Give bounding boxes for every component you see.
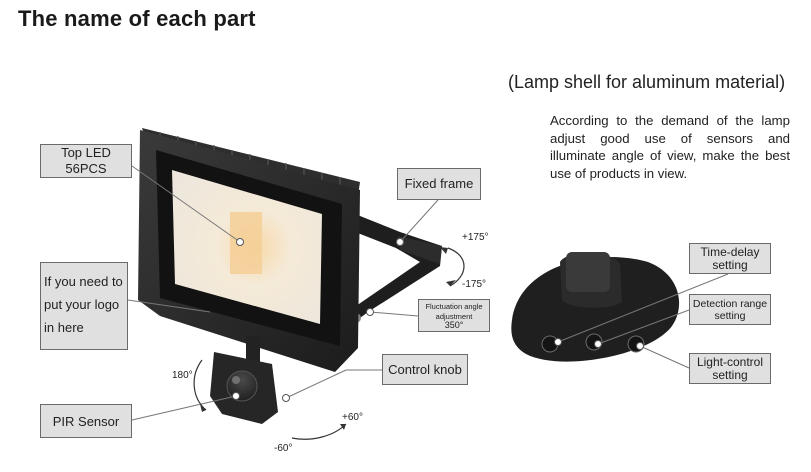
- light-line2: setting: [712, 368, 748, 382]
- logo-line2: put your logo: [44, 297, 120, 312]
- description-text: According to the demand of the lamp adju…: [550, 113, 790, 181]
- time-delay-label: Time-delay setting: [689, 243, 771, 274]
- logo-line1: If you need to: [44, 274, 123, 289]
- time-delay-line2: setting: [712, 258, 748, 272]
- fluct-line2: adjustment: [435, 311, 473, 321]
- fixed-frame-label: Fixed frame: [397, 168, 481, 200]
- fluctuation-angle-label: Fluctuation angle adjustment 350°: [418, 299, 490, 332]
- top-led-label: Top LED 56PCS: [40, 144, 132, 178]
- time-delay-line1: Time-delay: [700, 245, 760, 259]
- pir-lens: [226, 370, 258, 402]
- sensor-stem: [246, 336, 260, 362]
- top-led-line2: 56PCS: [65, 161, 107, 176]
- logo-area-label: If you need to put your logo in here: [40, 262, 128, 350]
- top-led-line1: Top LED: [61, 145, 111, 160]
- detection-line1: Detection range: [692, 298, 768, 310]
- detection-line2: setting: [714, 310, 746, 322]
- sensor-vertical-angle: 180°: [172, 370, 193, 381]
- light-control-label: Light-control setting: [689, 353, 771, 384]
- subtitle: (Lamp shell for aluminum material): [508, 72, 786, 92]
- bracket-down-angle: -175°: [462, 279, 487, 290]
- sensor-left-angle: -60°: [274, 443, 293, 454]
- light-line1: Light-control: [696, 355, 764, 369]
- bracket-up-angle: +175°: [462, 232, 489, 243]
- arrow-heads: [200, 247, 456, 430]
- logo-line3: in here: [44, 320, 84, 335]
- page-title: The name of each part: [18, 6, 256, 31]
- fluct-line1: Fluctuation angle: [425, 302, 483, 311]
- leader-dots: [232, 238, 644, 402]
- sensor-right-angle: +60°: [342, 412, 363, 423]
- leader-lines: [127, 165, 729, 421]
- detection-range-label: Detection range setting: [689, 294, 771, 325]
- fluct-line3: 350°: [444, 320, 464, 330]
- control-knob-label: Control knob: [382, 354, 468, 385]
- pir-sensor-label: PIR Sensor: [40, 404, 132, 438]
- sensor-rear-view: [511, 252, 680, 362]
- led-chip: [230, 212, 262, 274]
